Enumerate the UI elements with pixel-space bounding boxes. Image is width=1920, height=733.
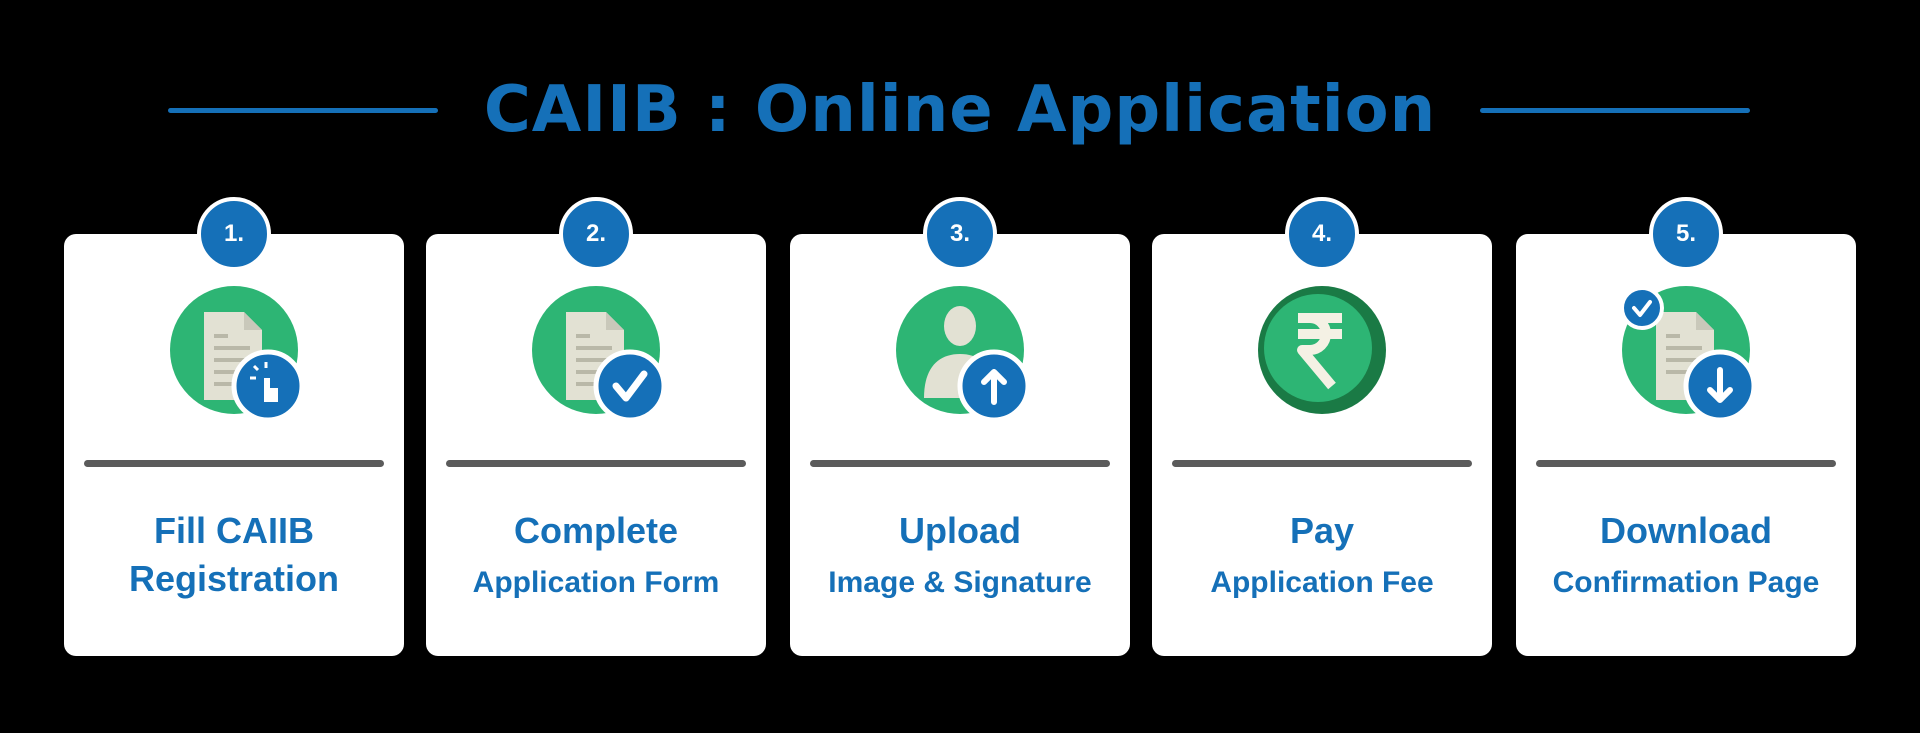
document-check-icon <box>532 286 667 423</box>
step-number-badge: 2. <box>559 197 633 271</box>
step-title: Pay <box>1289 510 1355 551</box>
divider <box>1536 460 1836 467</box>
step-number-badge: 4. <box>1285 197 1359 271</box>
step-subtitle: Registration <box>128 558 340 599</box>
step-subtitle: Application Form <box>472 566 720 599</box>
title-line-right <box>1480 108 1750 113</box>
step-title: Download <box>1600 510 1772 551</box>
step-card-3: 3. Upload Image & Signature <box>790 197 1130 656</box>
step-number-badge: 1. <box>197 197 271 271</box>
page-title: CAIIB : Online Application <box>483 73 1437 147</box>
step-card-5: 5. Download Confirmation Page <box>1516 197 1856 656</box>
step-subtitle: Confirmation Page <box>1552 566 1820 599</box>
step-subtitle: Application Fee <box>1210 566 1434 599</box>
rupee-coin-icon <box>1258 286 1386 414</box>
divider <box>1172 460 1472 467</box>
divider <box>446 460 746 467</box>
step-number-badge: 5. <box>1649 197 1723 271</box>
divider <box>810 460 1110 467</box>
step-title: Upload <box>899 510 1021 551</box>
step-card-1: 1. Fill CAIIB Registration <box>64 197 404 656</box>
user-upload-icon <box>896 286 1031 423</box>
document-tap-icon <box>170 286 305 423</box>
step-title: Complete <box>513 510 679 551</box>
step-number-badge: 3. <box>923 197 997 271</box>
document-download-icon <box>1620 286 1757 423</box>
step-card-2: 2. Complete Application Form <box>426 197 766 656</box>
step-subtitle: Image & Signature <box>828 566 1092 599</box>
title-line-left <box>168 108 438 113</box>
step-title: Fill CAIIB <box>154 510 314 551</box>
divider <box>84 460 384 467</box>
step-card-4: 4. Pay Application Fee <box>1152 197 1492 656</box>
